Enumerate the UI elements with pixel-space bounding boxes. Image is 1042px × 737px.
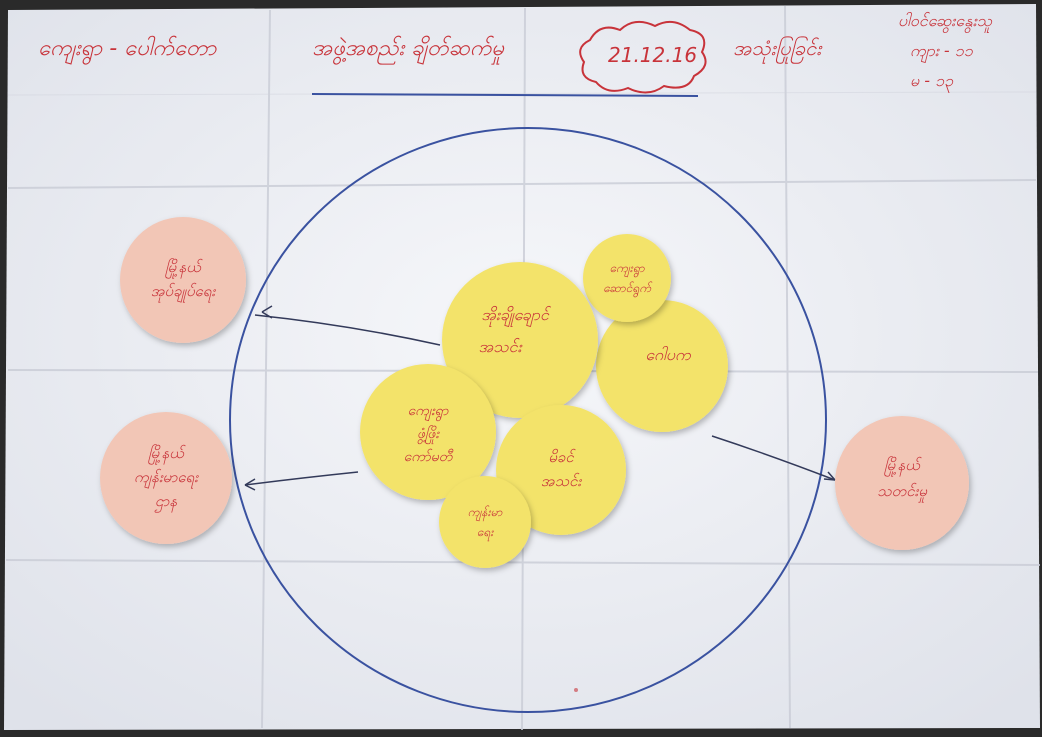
date-text: 21.12.16 bbox=[608, 43, 697, 67]
inner-circle-mother-line2: အသင်း bbox=[541, 472, 583, 490]
outer-circle-news-line2: သတင်းမှု bbox=[877, 482, 927, 503]
inner-circle-village-work: ကျေးရွာ ဆောင်ရွက် bbox=[583, 234, 671, 322]
outer-circle-health-line1: မြို့နယ် bbox=[148, 444, 186, 465]
inner-circle-village-work-line2: ဆောင်ရွက် bbox=[603, 281, 653, 298]
arrow-to-health bbox=[244, 471, 359, 486]
outer-circle-admin-line1: မြို့နယ် bbox=[165, 258, 203, 279]
male-count: ကျား - ၁၁ bbox=[910, 41, 974, 64]
outer-circle-admin: မြို့နယ် အုပ်ချုပ်ရေး bbox=[120, 217, 246, 343]
inner-circle-development-line1: ကျေးရွာ bbox=[408, 403, 449, 422]
inner-circle-association-line2: အသင်း bbox=[478, 337, 522, 356]
inner-circle-health-line1: ကျန်းမာ bbox=[468, 505, 504, 522]
inner-circle-development-line2: ဖွံ့ဖြိုး bbox=[417, 424, 440, 445]
outer-circle-health-line2: ကျန်းမာရေး bbox=[134, 468, 199, 489]
title-underline bbox=[311, 93, 699, 97]
inner-circle-health: ကျန်းမာ ရေး bbox=[439, 476, 531, 568]
female-count: မ - ၁၃ bbox=[910, 71, 954, 94]
inner-circle-development-line3: ကော်မတီ bbox=[404, 448, 454, 465]
arrow-to-news bbox=[711, 435, 836, 481]
inner-circle-mother-line1: မိခင် bbox=[548, 448, 576, 466]
usage-label: အသုံးပြုခြင်း bbox=[733, 36, 823, 64]
village-label: ကျေးရွာ - ပေါက်တော bbox=[38, 35, 217, 65]
arrow-to-admin bbox=[254, 314, 441, 346]
participants-label: ပါဝင်ဆွေးနွေးသူ bbox=[898, 11, 993, 34]
outer-circle-health: မြို့နယ် ကျန်းမာရေး ဌာန bbox=[100, 412, 232, 544]
inner-circle-gopaka: ဂေါပက bbox=[596, 300, 728, 432]
ink-speck bbox=[574, 688, 578, 692]
outer-circle-health-line3: ဌာန bbox=[154, 492, 177, 513]
title-text: အဖွဲ့အစည်း ချိတ်ဆက်မှု bbox=[312, 35, 505, 65]
date-cloud: 21.12.16 bbox=[579, 20, 707, 94]
inner-circle-association: အိုးချိုချောင် အသင်း bbox=[442, 262, 598, 418]
connection-arrows bbox=[244, 305, 836, 491]
inner-circle-gopaka-label: ဂေါပက bbox=[645, 345, 692, 364]
outer-circle-news-line1: မြို့နယ် bbox=[884, 456, 922, 477]
inner-circle-mother: မိခင် အသင်း bbox=[496, 405, 626, 535]
outer-circle-admin-line2: အုပ်ချုပ်ရေး bbox=[151, 282, 217, 303]
inner-circle-development: ကျေးရွာ ဖွံ့ဖြိုး ကော်မတီ bbox=[360, 364, 496, 500]
outer-circle-news: မြို့နယ် သတင်းမှု bbox=[835, 416, 969, 550]
inner-circle-health-line2: ရေး bbox=[477, 525, 494, 542]
inner-circle-association-line1: အိုးချိုချောင် bbox=[481, 305, 551, 328]
inner-circle-village-work-line1: ကျေးရွာ bbox=[609, 261, 645, 278]
village-boundary-circle bbox=[229, 127, 827, 713]
